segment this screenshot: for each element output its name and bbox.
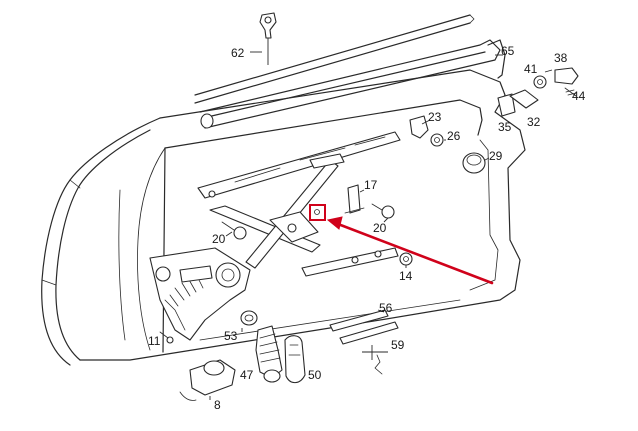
part-26-nut xyxy=(430,133,444,147)
part-23-stop xyxy=(409,115,429,139)
part-53-grommet xyxy=(240,310,258,326)
part-56-strip xyxy=(329,309,389,332)
highlight-arrow-shaft xyxy=(336,222,494,285)
part-17-bracket xyxy=(344,184,365,214)
part-14-nut xyxy=(399,252,413,266)
highlight-box xyxy=(309,204,326,221)
callout-59: 59 xyxy=(391,338,405,352)
regulator-gear-sector xyxy=(149,247,251,341)
part-29-plug xyxy=(462,152,486,174)
callout-65: 65 xyxy=(501,44,515,58)
callout-26: 26 xyxy=(447,129,461,143)
callout-53: 53 xyxy=(224,329,238,343)
callout-17: 17 xyxy=(364,178,378,192)
callout-8: 8 xyxy=(214,398,221,412)
part-38-cap xyxy=(554,67,579,85)
callout-62: 62 xyxy=(231,46,245,60)
part-47-spring xyxy=(255,325,283,383)
callout-32: 32 xyxy=(527,115,541,129)
callout-20-right: 20 xyxy=(373,221,387,235)
callout-20-left: 20 xyxy=(212,232,226,246)
door-shell xyxy=(41,69,526,366)
lower-guide-rail xyxy=(301,247,399,277)
callout-38: 38 xyxy=(554,51,568,65)
callout-47: 47 xyxy=(240,368,254,382)
highlight-marker xyxy=(309,204,494,285)
highlight-arrowhead xyxy=(326,216,343,230)
upper-guide-rail xyxy=(197,131,401,199)
window-seal-strip xyxy=(194,14,506,129)
callout-11: 11 xyxy=(148,334,161,348)
part-59-strip xyxy=(339,321,399,375)
clip-62 xyxy=(250,12,277,65)
part-41-washer xyxy=(533,75,547,89)
part-32-bracket xyxy=(509,89,539,109)
callout-56: 56 xyxy=(379,301,393,315)
callout-labels: 62 65 38 41 44 35 32 23 26 29 17 20 20 1… xyxy=(148,44,586,412)
part-35-bracket xyxy=(497,93,516,117)
leader-lines xyxy=(209,54,553,400)
part-44-screw xyxy=(564,87,577,97)
part-8-motor xyxy=(179,359,236,401)
callout-50: 50 xyxy=(308,368,322,382)
callout-35: 35 xyxy=(498,120,512,134)
callout-41: 41 xyxy=(524,62,538,76)
highlight-hole xyxy=(314,209,320,215)
regulator-scissor-arm xyxy=(209,153,345,269)
callout-14: 14 xyxy=(399,269,413,283)
part-20-bolt-left xyxy=(221,221,247,240)
callout-23: 23 xyxy=(428,110,442,124)
part-20-bolt-right xyxy=(371,203,395,219)
callout-44: 44 xyxy=(572,89,586,103)
callout-29: 29 xyxy=(489,149,503,163)
part-11-screw xyxy=(159,331,174,344)
part-50-cover xyxy=(284,335,306,384)
